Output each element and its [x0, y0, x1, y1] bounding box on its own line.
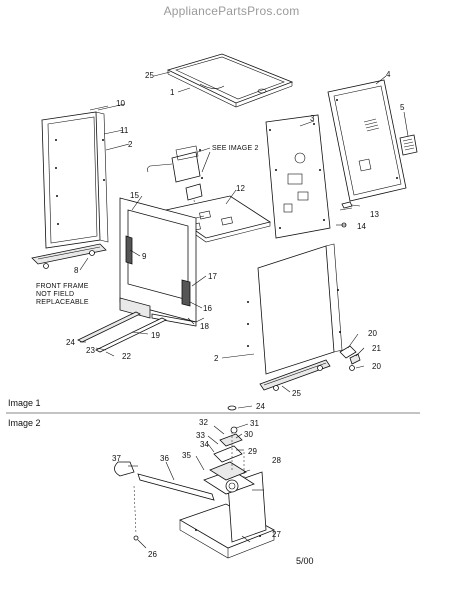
- callout-33: 33: [196, 431, 205, 440]
- part-vent-plate: [399, 134, 418, 156]
- callout-25-bottom: 25: [292, 389, 301, 398]
- callout-30: 30: [244, 430, 253, 439]
- callout-28: 28: [272, 456, 281, 465]
- part-kick-strip: [95, 317, 167, 353]
- callout-29: 29: [248, 447, 257, 456]
- note-front-frame-line-3: REPLACEABLE: [36, 299, 89, 306]
- callout-21: 22: [122, 352, 131, 361]
- callout-32: 32: [199, 418, 208, 427]
- callout-5: 5: [400, 103, 405, 112]
- note-front-frame-line-2: NOT FIELD: [36, 291, 75, 298]
- callout-8: 8: [74, 266, 79, 275]
- callout-14: 16: [203, 304, 212, 313]
- callout-7: 11: [120, 126, 129, 135]
- part-right-base-rail: [259, 359, 331, 391]
- callout-34: 34: [200, 440, 209, 449]
- leader-lines-image-2: [128, 423, 264, 549]
- callout-3: 3: [310, 114, 315, 123]
- callout-4: 4: [386, 70, 391, 79]
- part-control-assembly: [147, 145, 203, 215]
- callout-9: 9: [142, 252, 147, 261]
- note-see-image-2: SEE IMAGE 2: [212, 145, 259, 152]
- note-front-frame-line-1: FRONT FRAME: [36, 283, 89, 290]
- callout-11: 13: [370, 210, 379, 219]
- callout-19: 21: [372, 344, 381, 353]
- part-bracket-18: [339, 345, 357, 359]
- callout-24-label: 24: [256, 402, 265, 411]
- part-lower-rod: [77, 311, 141, 343]
- callout-35: 35: [182, 451, 191, 460]
- callout-22: 23: [86, 346, 95, 355]
- part-detail-cable-arm: [114, 461, 215, 541]
- callout-26: 26: [148, 550, 157, 559]
- part-left-side-panel: [41, 105, 109, 249]
- callout-10: 12: [236, 184, 245, 193]
- watermark: AppliancePartsPros.com: [163, 4, 300, 18]
- callout-2-left: 2: [128, 140, 133, 149]
- callout-31: 31: [250, 419, 259, 428]
- part-right-side-panel: [247, 243, 343, 375]
- callout-25-top: 25: [145, 71, 154, 80]
- callout-27: 27: [272, 530, 281, 539]
- date-code: 5/00: [296, 556, 314, 566]
- callout-36: 36: [160, 454, 169, 463]
- part-bracket-19: [349, 353, 361, 365]
- callout-18: 20: [368, 329, 377, 338]
- note-front-frame: FRONT FRAME NOT FIELD REPLACEABLE: [36, 283, 89, 307]
- part-top-panel: [166, 53, 294, 108]
- part-detail-switch-stack: [203, 426, 255, 495]
- part-front-frame: [119, 197, 205, 327]
- callout-23: 24: [66, 338, 75, 347]
- part-fastener-11: [341, 201, 361, 209]
- section-label-image-2: Image 2: [8, 418, 41, 428]
- callout-16: 18: [200, 322, 209, 331]
- part-bracket-20: [349, 365, 355, 371]
- callout-37: 37: [112, 454, 121, 463]
- callout-2-right: 2: [214, 354, 219, 363]
- callout-15: 17: [208, 272, 217, 281]
- part-rear-inner-panel: [265, 114, 331, 239]
- part-left-base-rail: [31, 243, 107, 269]
- callout-1: 1: [170, 88, 175, 97]
- part-back-panel: [327, 79, 407, 202]
- callout-6: 10: [116, 99, 125, 108]
- callout-17: 19: [151, 331, 160, 340]
- callout-12: 14: [357, 222, 366, 231]
- part-leveling-leg: [227, 405, 237, 411]
- leader-lines-image-1: [79, 71, 409, 409]
- section-label-image-1: Image 1: [8, 398, 41, 408]
- callout-20-label: 20: [372, 362, 381, 371]
- callout-13: 15: [130, 191, 139, 200]
